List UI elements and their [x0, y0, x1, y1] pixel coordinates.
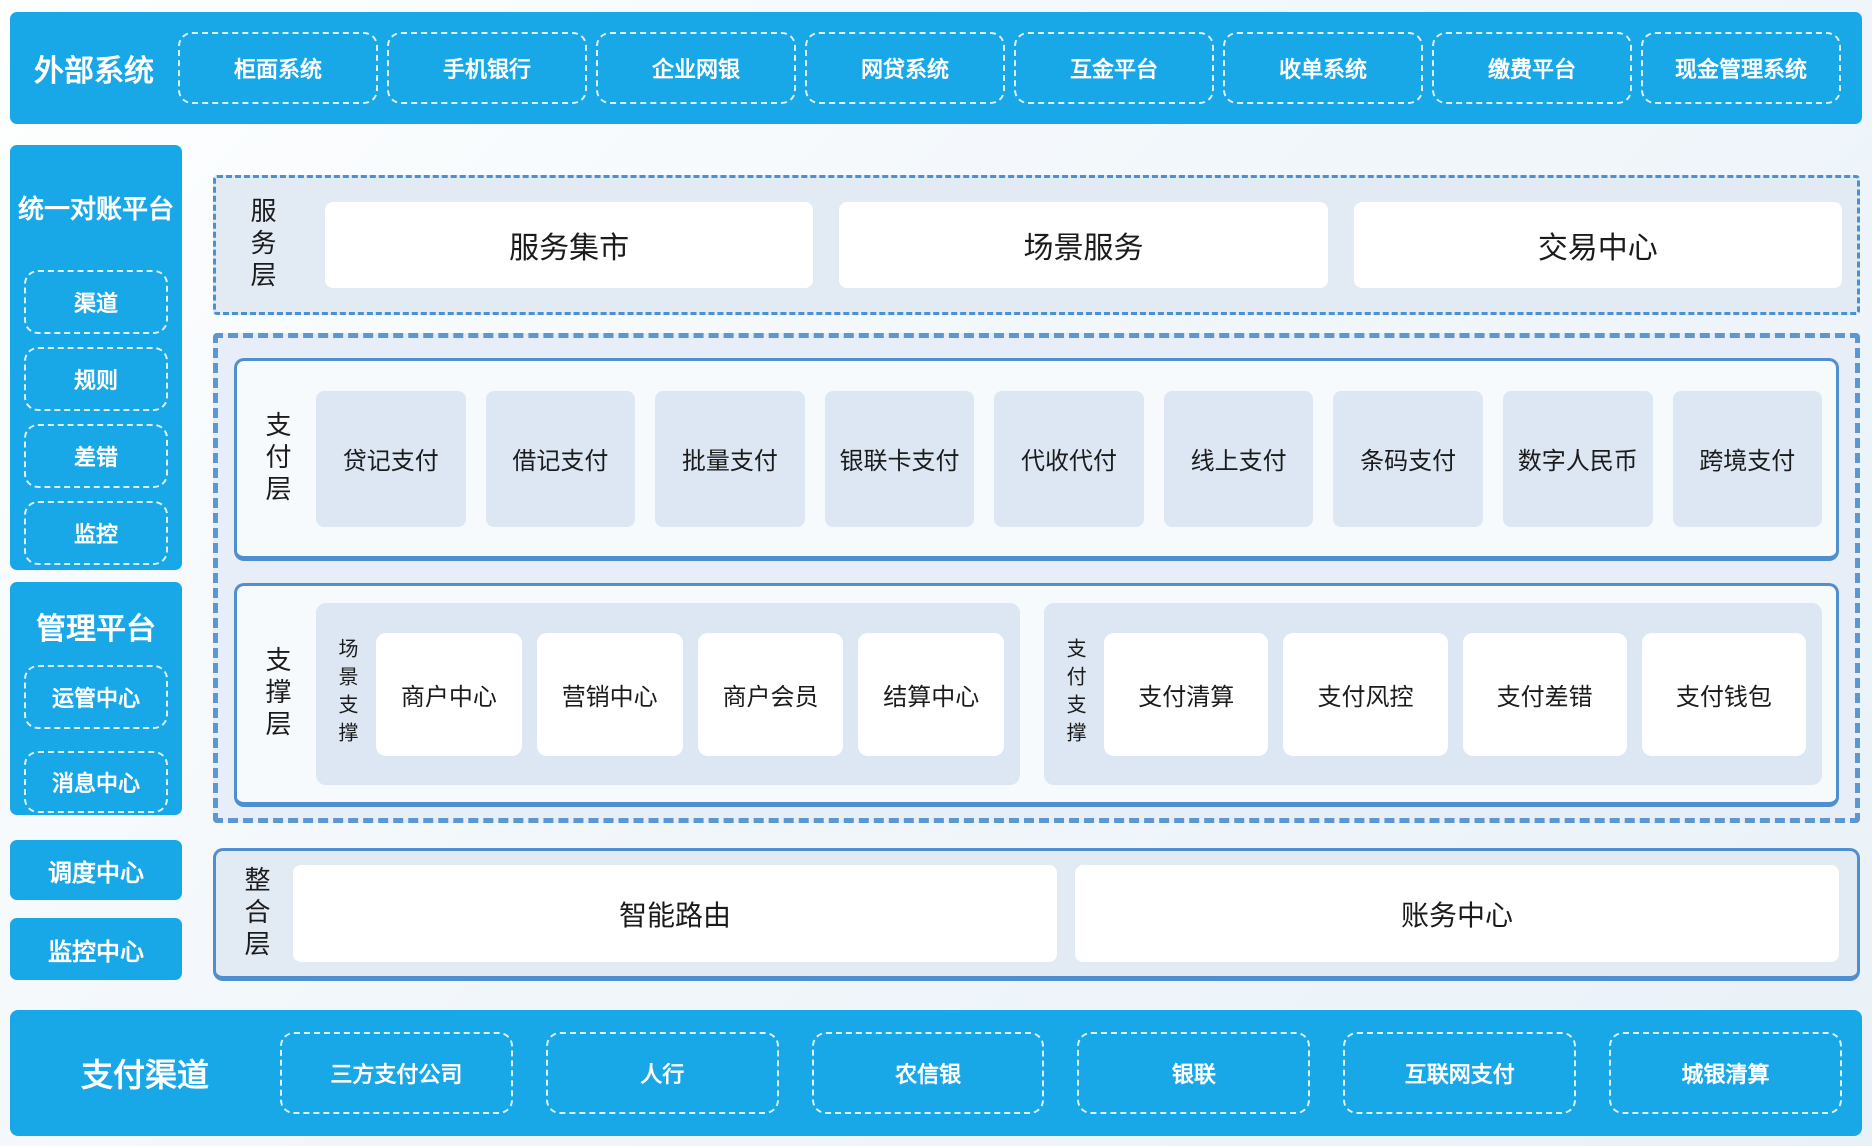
payment-channel-item: 互联网支付 — [1343, 1032, 1577, 1114]
payment-channels-title: 支付渠道 — [80, 1057, 209, 1093]
scene-support-item: 营销中心 — [536, 632, 683, 756]
integration-box: 账务中心 — [1075, 865, 1839, 962]
management-items: 运管中心 消息中心 — [24, 665, 168, 813]
payment-support-item: 支付风控 — [1283, 632, 1448, 756]
payment-layer-label: 支付层 — [262, 410, 292, 507]
reconciliation-platform-panel: 统一对账平台 渠道 规则 差错 监控 — [10, 145, 182, 570]
payment-item: 批量支付 — [655, 390, 805, 527]
integration-layer: 整合层 智能路由 账务中心 — [213, 848, 1860, 981]
integration-box: 智能路由 — [293, 865, 1057, 962]
payment-layer: 支付层 贷记支付 借记支付 批量支付 银联卡支付 代收代付 线上支付 条码支付 … — [234, 358, 1839, 561]
monitor-center-box: 监控中心 — [10, 918, 182, 980]
management-platform-title: 管理平台 — [36, 613, 156, 646]
reconciliation-item: 规则 — [24, 347, 168, 411]
service-layer-label: 服务层 — [247, 197, 277, 293]
reconciliation-item: 渠道 — [24, 270, 168, 334]
payment-support-item: 支付清算 — [1104, 632, 1269, 756]
payment-item: 代收代付 — [994, 390, 1144, 527]
payment-channel-item: 银联 — [1077, 1032, 1311, 1114]
payment-item: 借记支付 — [485, 390, 636, 527]
external-systems-items: 柜面系统 手机银行 企业网银 网贷系统 互金平台 收单系统 缴费平台 现金管理系… — [178, 32, 1862, 104]
scene-support-item: 商户会员 — [697, 632, 844, 756]
scene-support-label: 场景支撑 — [335, 638, 357, 750]
scene-support-group: 场景支撑 商户中心 营销中心 商户会员 结算中心 — [316, 603, 1021, 785]
payment-item: 数字人民币 — [1502, 390, 1653, 527]
management-item: 消息中心 — [24, 751, 168, 813]
payment-channel-item: 城银清算 — [1609, 1032, 1842, 1114]
scene-support-item: 结算中心 — [858, 632, 1005, 756]
payment-channel-items: 三方支付公司 人行 农信银 银联 互联网支付 城银清算 — [280, 1032, 1862, 1114]
external-system-item: 现金管理系统 — [1641, 32, 1841, 104]
scene-support-item: 商户中心 — [376, 632, 522, 756]
payment-support-item: 支付钱包 — [1641, 632, 1806, 756]
service-box: 交易中心 — [1353, 202, 1842, 288]
service-layer: 服务层 服务集市 场景服务 交易中心 — [213, 175, 1860, 315]
service-box: 服务集市 — [325, 202, 814, 288]
external-system-item: 缴费平台 — [1432, 32, 1632, 104]
payment-channel-item: 农信银 — [811, 1032, 1045, 1114]
reconciliation-items: 渠道 规则 差错 监控 — [24, 270, 168, 565]
external-systems-title: 外部系统 — [34, 55, 154, 88]
payment-item: 贷记支付 — [316, 390, 466, 527]
support-layer: 支撑层 场景支撑 商户中心 营销中心 商户会员 结算中心 支付支撑 支付清算 支… — [234, 583, 1839, 807]
external-systems-bar: 外部系统 柜面系统 手机银行 企业网银 网贷系统 互金平台 收单系统 缴费平台 … — [10, 12, 1862, 124]
external-system-item: 企业网银 — [596, 32, 796, 104]
payment-support-label: 支付支撑 — [1063, 638, 1086, 750]
integration-layer-label: 整合层 — [241, 865, 271, 962]
dispatch-center-box: 调度中心 — [10, 840, 182, 900]
external-system-item: 手机银行 — [387, 32, 587, 104]
external-system-item: 互金平台 — [1014, 32, 1214, 104]
external-system-item: 网贷系统 — [805, 32, 1005, 104]
reconciliation-item: 监控 — [24, 501, 168, 565]
payment-item: 跨境支付 — [1672, 390, 1823, 527]
payment-support-item: 支付差错 — [1462, 632, 1627, 756]
core-layers-container: 支付层 贷记支付 借记支付 批量支付 银联卡支付 代收代付 线上支付 条码支付 … — [213, 333, 1860, 823]
external-system-item: 收单系统 — [1223, 32, 1423, 104]
payment-channel-item: 三方支付公司 — [280, 1032, 513, 1114]
service-box: 场景服务 — [839, 202, 1328, 288]
payment-item: 银联卡支付 — [824, 390, 975, 527]
reconciliation-platform-title: 统一对账平台 — [17, 194, 174, 224]
payment-channel-item: 人行 — [545, 1032, 779, 1114]
external-system-item: 柜面系统 — [178, 32, 378, 104]
payment-item: 线上支付 — [1163, 390, 1314, 527]
payment-channels-bar: 支付渠道 三方支付公司 人行 农信银 银联 互联网支付 城银清算 — [10, 1010, 1862, 1136]
payment-support-group: 支付支撑 支付清算 支付风控 支付差错 支付钱包 — [1044, 603, 1822, 785]
payment-item: 条码支付 — [1333, 390, 1483, 527]
management-item: 运管中心 — [24, 665, 168, 729]
reconciliation-item: 差错 — [24, 424, 168, 488]
support-layer-label: 支撑层 — [262, 646, 292, 742]
management-platform-panel: 管理平台 运管中心 消息中心 — [10, 582, 182, 815]
